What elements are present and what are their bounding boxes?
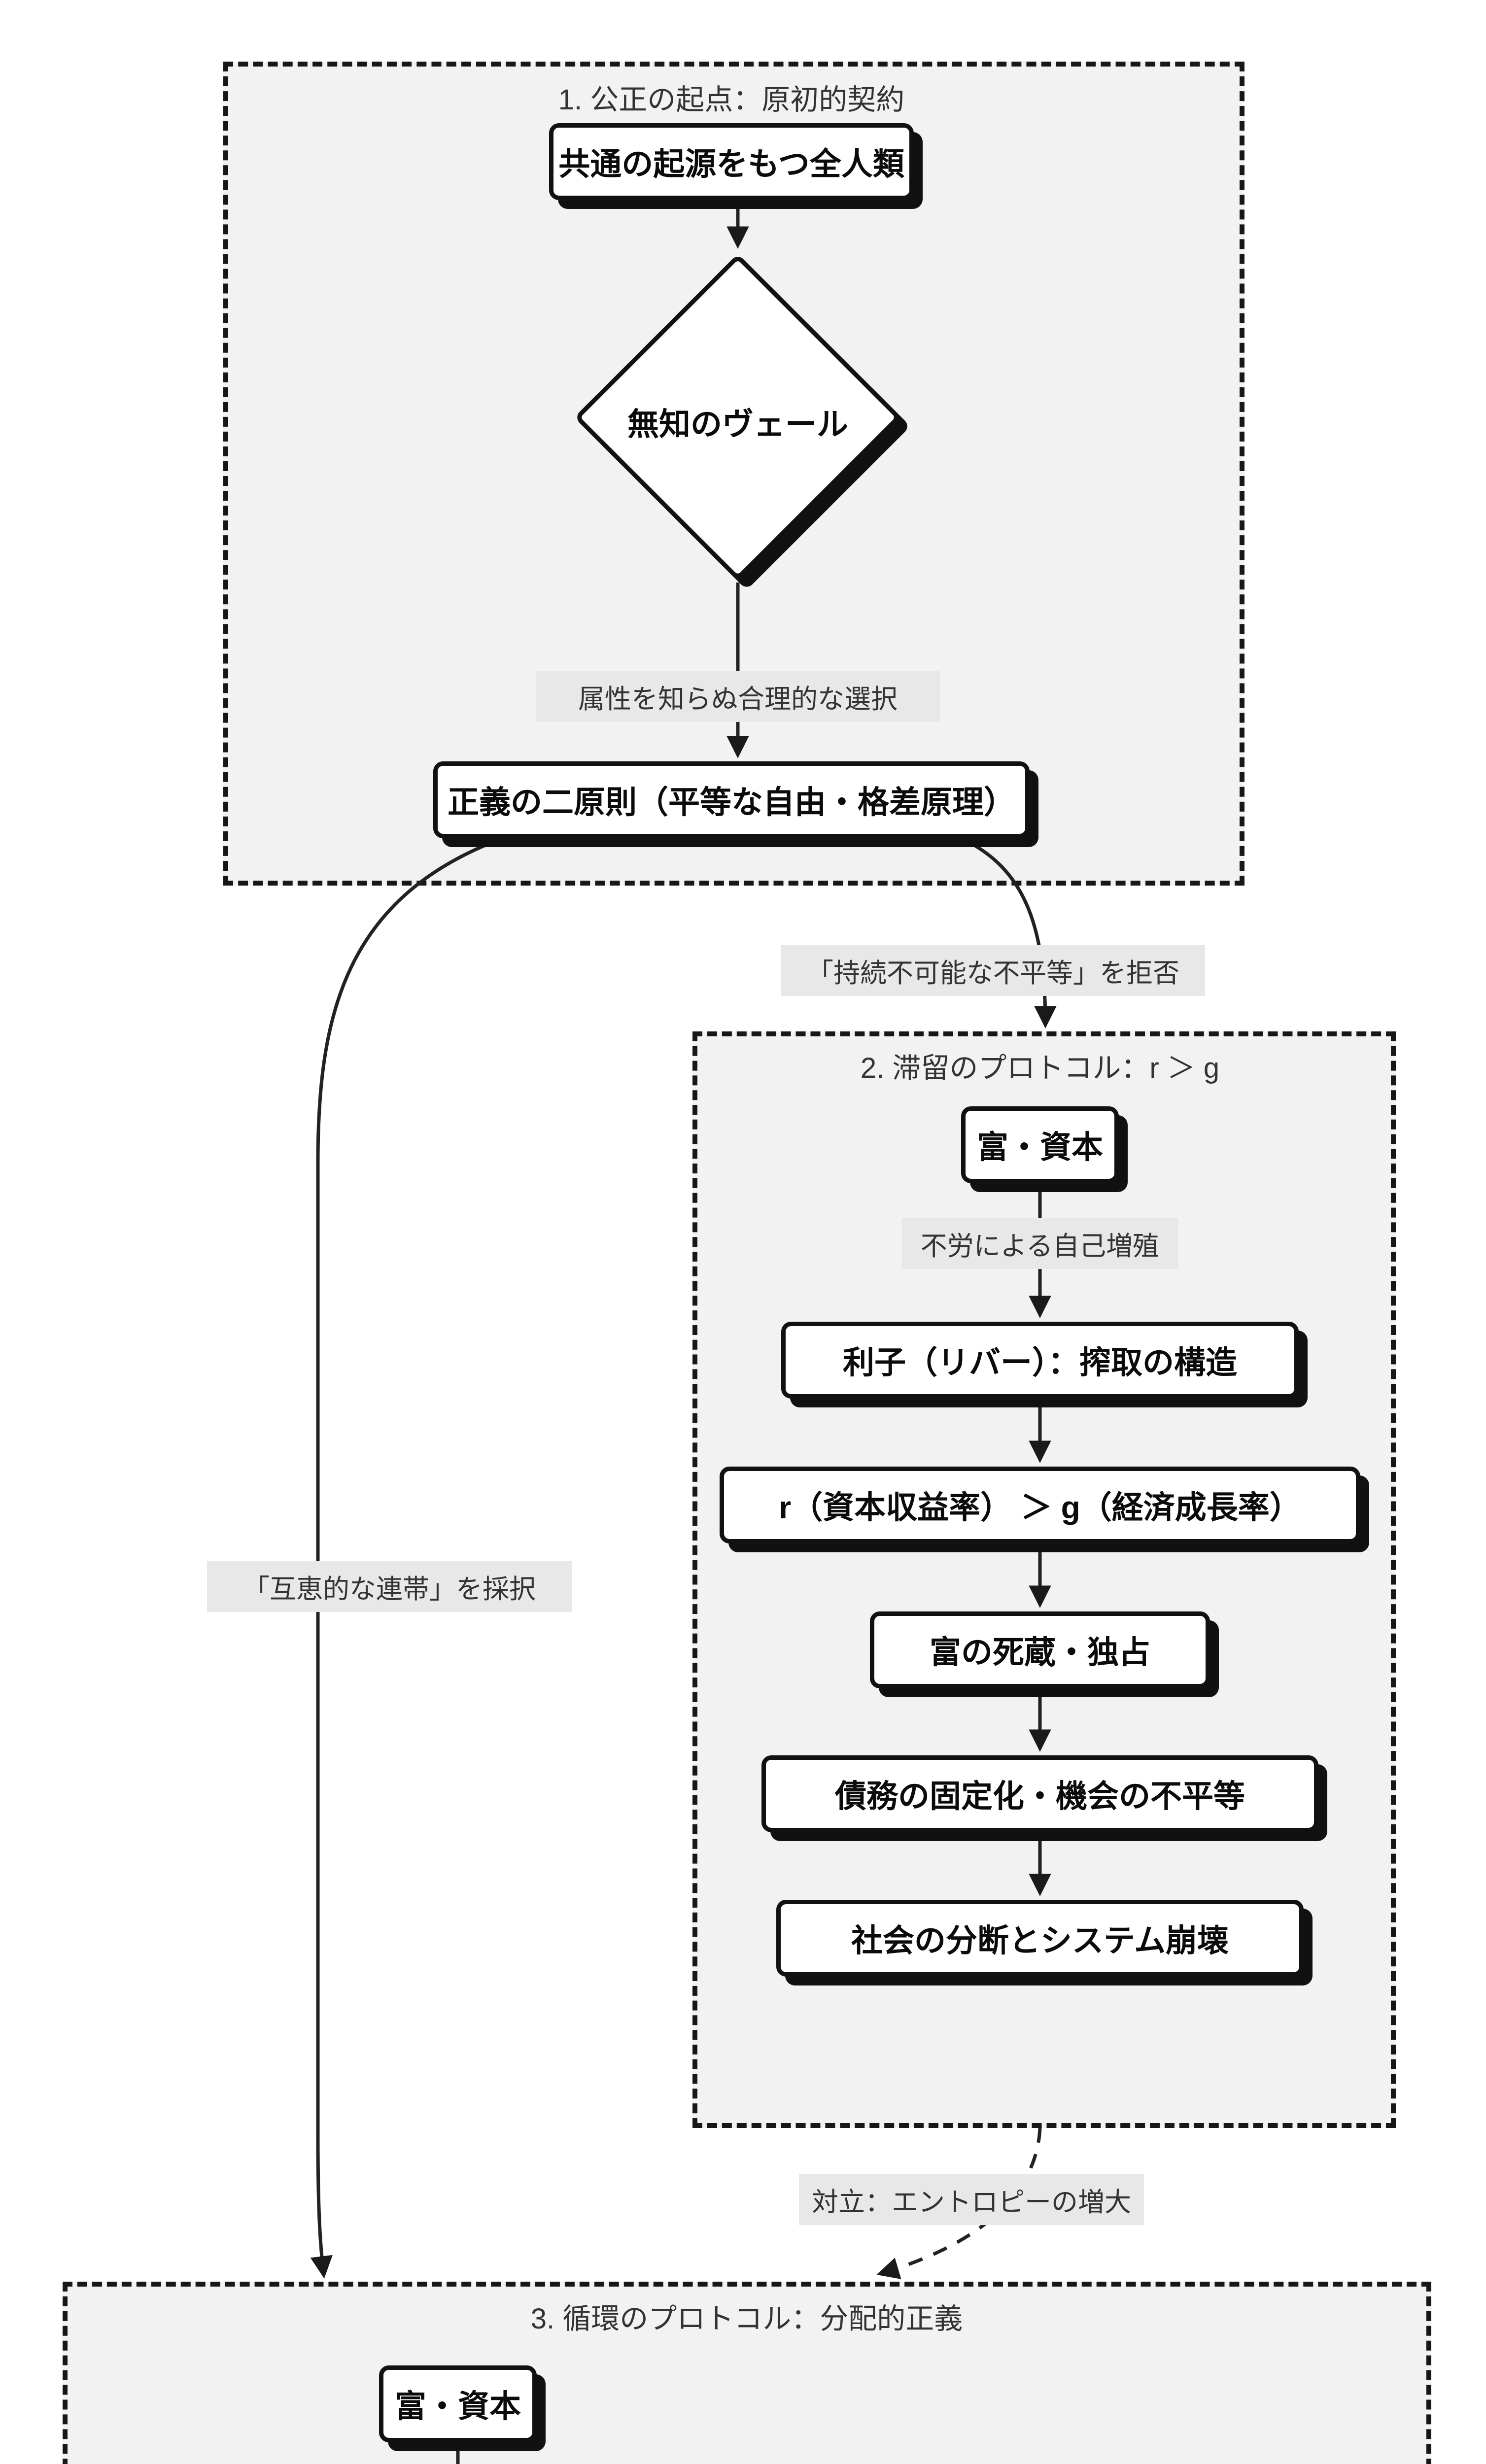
edge-label-reject-inequality: 「持続不可能な不平等」を拒否: [781, 945, 1205, 996]
node-social-collapse: 社会の分断とシステム崩壊: [776, 1900, 1304, 1977]
node-r-greater-g: r（資本収益率） ＞ g（経済成長率）: [720, 1467, 1360, 1543]
edge-label-self-multiplication: 不労による自己増殖: [902, 1218, 1178, 1269]
edge-label-entropy-increase: 対立：エントロピーの増大: [799, 2174, 1144, 2225]
subgraph-circulation-title: 3. 循環のプロトコル：分配的正義: [530, 2303, 963, 2335]
node-debt-fixation: 債務の固定化・機会の不平等: [761, 1755, 1318, 1832]
node-all-humanity: 共通の起源をもつ全人類: [549, 123, 914, 200]
node-wealth-capital-circulation: 富・資本: [379, 2365, 537, 2442]
node-two-principles: 正義の二原則（平等な自由・格差原理）: [433, 761, 1030, 838]
node-wealth-capital-stagnation: 富・資本: [961, 1106, 1119, 1183]
node-veil-of-ignorance-label: 無知のヴェール: [627, 407, 848, 442]
node-riba: 利子（リバー）：搾取の構造: [781, 1322, 1299, 1399]
edge-label-adopt-solidarity: 「互恵的な連帯」を採択: [207, 1561, 572, 1612]
subgraph-stagnation-title: 2. 滞留のプロトコル：r ＞ g: [860, 1052, 1220, 1084]
subgraph-circulation-protocol: [63, 2282, 1431, 2464]
node-hoarding-monopoly: 富の死蔵・独占: [870, 1611, 1210, 1688]
subgraph-origin-title: 1. 公正の起点：原初的契約: [558, 84, 905, 116]
edge-label-rational-choice: 属性を知らぬ合理的な選択: [536, 671, 940, 722]
edge-principles-to-circulation: [310, 836, 504, 2279]
edge-principles-to-stagnation: [960, 836, 1057, 1028]
